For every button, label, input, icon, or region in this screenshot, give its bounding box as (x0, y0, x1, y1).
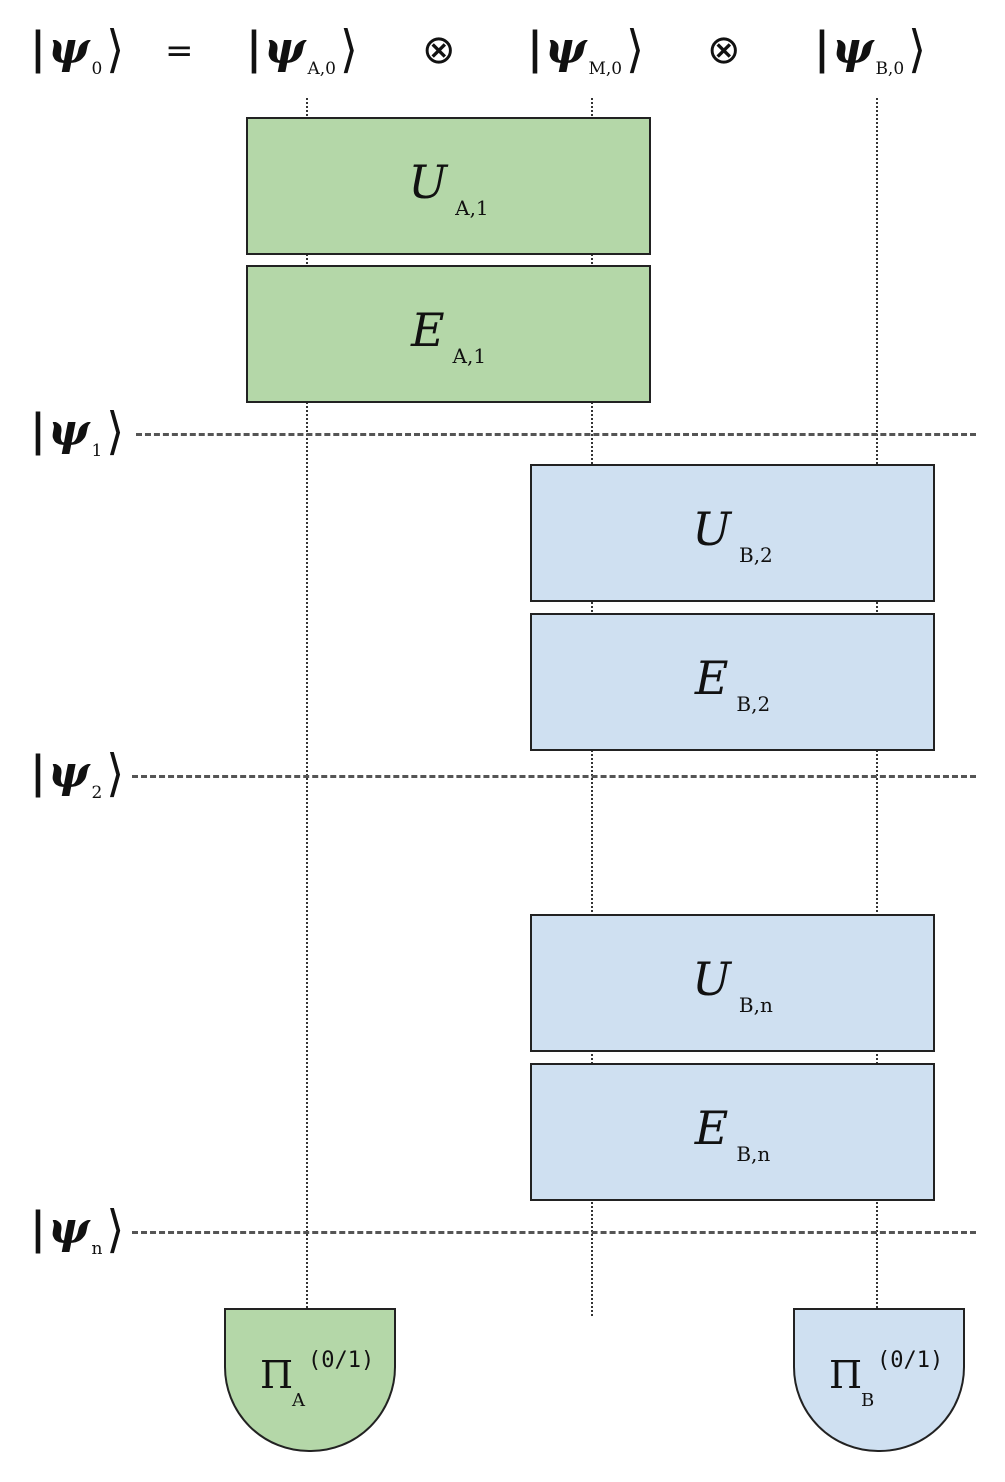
step-n-divider (132, 1231, 976, 1234)
ket-rangle: ⟩ (106, 1199, 125, 1259)
operator-symbol: U (692, 952, 731, 1006)
ket-subscript: B,0 (875, 59, 905, 79)
measurement-symbol: Π (260, 1353, 294, 1397)
operator-box-u-bn: U B,n (530, 914, 935, 1052)
ket-subscript: 1 (91, 441, 103, 461)
ket-bar: | (527, 23, 544, 74)
operator-box-u-b2: U B,2 (530, 464, 935, 602)
operator-box-u-a1: U A,1 (246, 117, 651, 255)
ket-symbol: ψ (48, 1203, 90, 1254)
ket-bar: | (30, 747, 47, 798)
ket-symbol: ψ (832, 23, 874, 74)
measurement-a: Π A (0/1) (224, 1308, 396, 1452)
step-2-divider (132, 775, 976, 778)
ket-bar: | (30, 405, 47, 456)
operator-subscript: B,n (736, 1142, 771, 1166)
operator-box-e-b2: E B,2 (530, 613, 935, 751)
ket-bar: | (814, 23, 831, 74)
equals-sign: = (165, 31, 194, 71)
operator-subscript: A,1 (452, 344, 487, 368)
ket-rangle: ⟩ (106, 743, 125, 803)
ket-bar: | (30, 23, 47, 74)
step-2-ket: | ψ 2 ⟩ (30, 743, 125, 803)
ket-bar: | (246, 23, 263, 74)
measurement-symbol: Π (829, 1353, 863, 1397)
ket-subscript: 2 (91, 783, 103, 803)
subsystem-b-ket: | ψ B,0 ⟩ (814, 19, 927, 79)
operator-subscript: B,2 (739, 543, 773, 567)
operator-subscript: B,n (738, 993, 773, 1017)
ket-subscript: 0 (91, 59, 103, 79)
ket-rangle: ⟩ (908, 19, 927, 79)
operator-symbol: E (410, 303, 445, 357)
operator-symbol: U (408, 155, 448, 209)
measurement-b: Π B (0/1) (793, 1308, 965, 1452)
ket-rangle: ⟩ (106, 401, 125, 461)
measurement-superscript: (0/1) (877, 1348, 944, 1373)
ket-subscript: A,0 (307, 59, 336, 79)
operator-subscript: B,2 (736, 692, 771, 716)
ket-subscript: M,0 (588, 59, 623, 79)
tensor-product-1: ⊗ (422, 27, 456, 73)
ket-symbol: ψ (48, 23, 90, 74)
step-1-divider (136, 433, 976, 436)
operator-box-e-a1: E A,1 (246, 265, 651, 403)
subsystem-m-ket: | ψ M,0 ⟩ (527, 19, 645, 79)
step-1-ket: | ψ 1 ⟩ (30, 401, 125, 461)
ket-rangle: ⟩ (339, 19, 358, 79)
measurement-subscript: B (861, 1390, 875, 1411)
ket-bar: | (30, 1203, 47, 1254)
step-n-ket: | ψ n ⟩ (30, 1199, 125, 1259)
operator-symbol: U (692, 502, 731, 556)
operator-symbol: E (694, 651, 729, 705)
operator-subscript: A,1 (455, 196, 489, 220)
ket-rangle: ⟩ (626, 19, 645, 79)
wire-a (306, 98, 308, 1308)
ket-symbol: ψ (545, 23, 587, 74)
tensor-product-2: ⊗ (707, 27, 741, 73)
measurement-subscript: A (292, 1390, 305, 1411)
subsystem-a-ket: | ψ A,0 ⟩ (246, 19, 358, 79)
ket-subscript: n (91, 1239, 103, 1259)
ket-symbol: ψ (48, 747, 90, 798)
ket-rangle: ⟩ (106, 19, 125, 79)
total-state-ket: | ψ 0 ⟩ (30, 19, 125, 79)
measurement-superscript: (0/1) (308, 1348, 375, 1373)
ket-symbol: ψ (264, 23, 306, 74)
operator-symbol: E (694, 1101, 729, 1155)
ket-symbol: ψ (48, 405, 90, 456)
operator-box-e-bn: E B,n (530, 1063, 935, 1201)
